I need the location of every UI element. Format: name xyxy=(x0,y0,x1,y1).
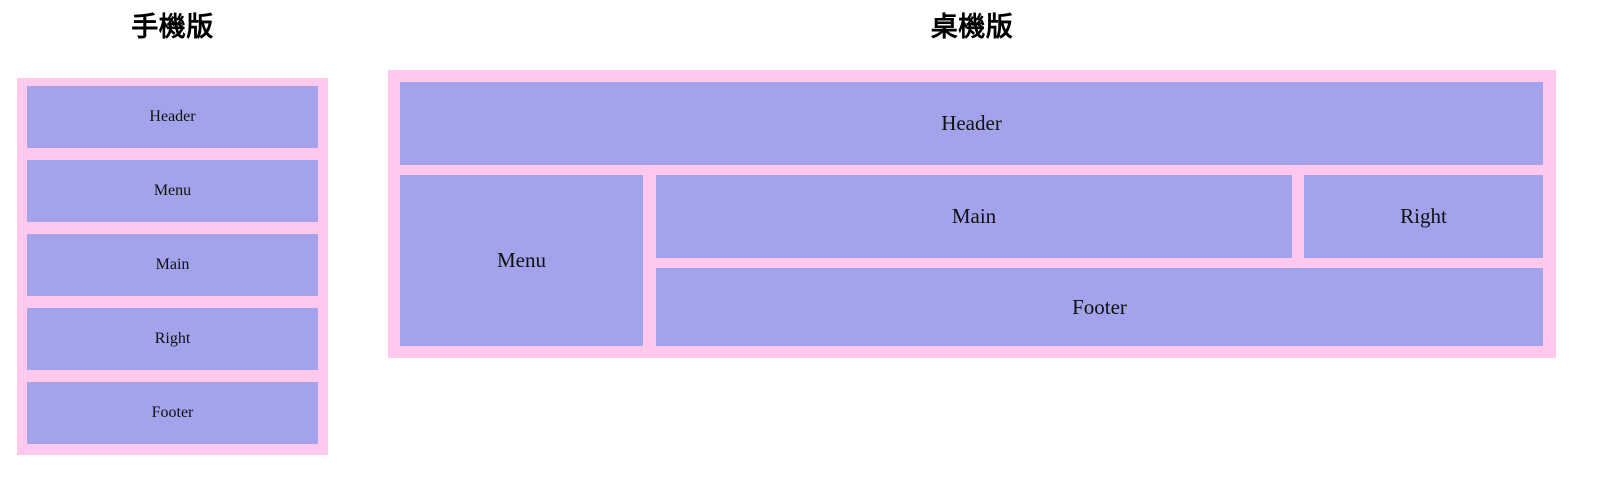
mobile-block-footer: Footer xyxy=(27,382,318,444)
desktop-block-right: Right xyxy=(1304,175,1543,258)
desktop-block-main: Main xyxy=(656,175,1292,258)
mobile-block-right: Right xyxy=(27,308,318,370)
desktop-panel-title: 桌機版 xyxy=(930,12,1014,43)
desktop-block-header: Header xyxy=(400,82,1543,165)
mobile-block-main: Main xyxy=(27,234,318,296)
mobile-block-header: Header xyxy=(27,86,318,148)
desktop-block-menu: Menu xyxy=(400,175,643,346)
desktop-block-footer: Footer xyxy=(656,268,1543,346)
mobile-panel-title: 手機版 xyxy=(131,12,214,43)
mobile-block-menu: Menu xyxy=(27,160,318,222)
